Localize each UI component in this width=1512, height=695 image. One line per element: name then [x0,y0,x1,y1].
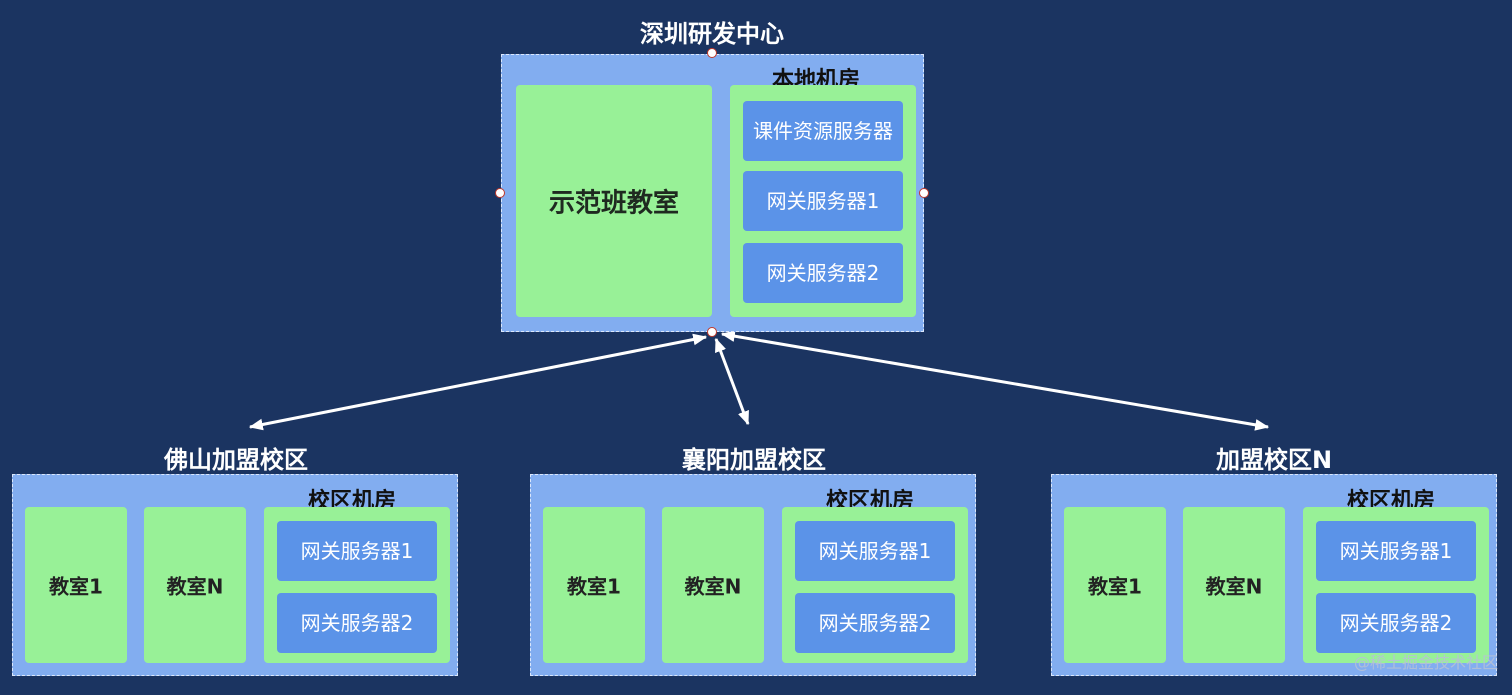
classroom-n-label: 教室N [166,574,224,599]
hq-gateway-server-1[interactable]: 网关服务器1 [743,171,903,231]
demo-classroom[interactable]: 示范班教室 [516,85,712,317]
campus-foshan-title: 佛山加盟校区 [164,446,308,474]
campus-xiangyang-classroom-1[interactable]: 教室1 [543,507,645,663]
campus-n-classroom-1[interactable]: 教室1 [1064,507,1166,663]
hq-handle-top[interactable] [707,48,717,58]
campus-n-cluster[interactable]: 教室1 教室N 校区机房 网关服务器1 网关服务器2 [1051,474,1497,676]
hq-handle-bottom[interactable] [707,327,717,337]
hq-server-room[interactable]: 课件资源服务器 网关服务器1 网关服务器2 [730,85,916,317]
courseware-server[interactable]: 课件资源服务器 [743,101,903,161]
classroom-1-label: 教室1 [49,574,103,599]
campus-foshan-classroom-1[interactable]: 教室1 [25,507,127,663]
campus-foshan-gateway-1[interactable]: 网关服务器1 [277,521,437,581]
classroom-1-label: 教室1 [567,574,621,599]
campus-xiangyang-server-room[interactable]: 网关服务器1 网关服务器2 [782,507,968,663]
campus-n-classroom-n[interactable]: 教室N [1183,507,1285,663]
classroom-n-label: 教室N [684,574,742,599]
campus-foshan-gateway-2[interactable]: 网关服务器2 [277,593,437,653]
campus-xiangyang-classroom-n[interactable]: 教室N [662,507,764,663]
watermark: @稀土掘金技术社区 [1353,653,1498,672]
campus-n-gateway-1[interactable]: 网关服务器1 [1316,521,1476,581]
campus-xiangyang-gateway-2[interactable]: 网关服务器2 [795,593,955,653]
arrow-hq-campus-n [720,330,1270,431]
demo-classroom-label: 示范班教室 [548,188,679,219]
campus-foshan-cluster[interactable]: 教室1 教室N 校区机房 网关服务器1 网关服务器2 [12,474,458,676]
campus-xiangyang-cluster[interactable]: 教室1 教室N 校区机房 网关服务器1 网关服务器2 [530,474,976,676]
campus-n-gateway-2[interactable]: 网关服务器2 [1316,593,1476,653]
classroom-1-label: 教室1 [1088,574,1142,599]
arrow-hq-foshan [248,333,708,431]
hq-gateway-server-2[interactable]: 网关服务器2 [743,243,903,303]
hq-handle-left[interactable] [495,188,505,198]
campus-xiangyang-gateway-1[interactable]: 网关服务器1 [795,521,955,581]
campus-n-server-room[interactable]: 网关服务器1 网关服务器2 [1303,507,1489,663]
hq-cluster[interactable]: 示范班教室 本地机房 课件资源服务器 网关服务器1 网关服务器2 [501,54,924,332]
arrow-hq-xiangyang [714,337,750,426]
campus-n-title: 加盟校区N [1215,446,1333,474]
campus-xiangyang-title: 襄阳加盟校区 [682,446,826,474]
hq-title: 深圳研发中心 [640,20,784,48]
campus-foshan-server-room[interactable]: 网关服务器1 网关服务器2 [264,507,450,663]
hq-handle-right[interactable] [919,188,929,198]
campus-foshan-classroom-n[interactable]: 教室N [144,507,246,663]
classroom-n-label: 教室N [1205,574,1263,599]
